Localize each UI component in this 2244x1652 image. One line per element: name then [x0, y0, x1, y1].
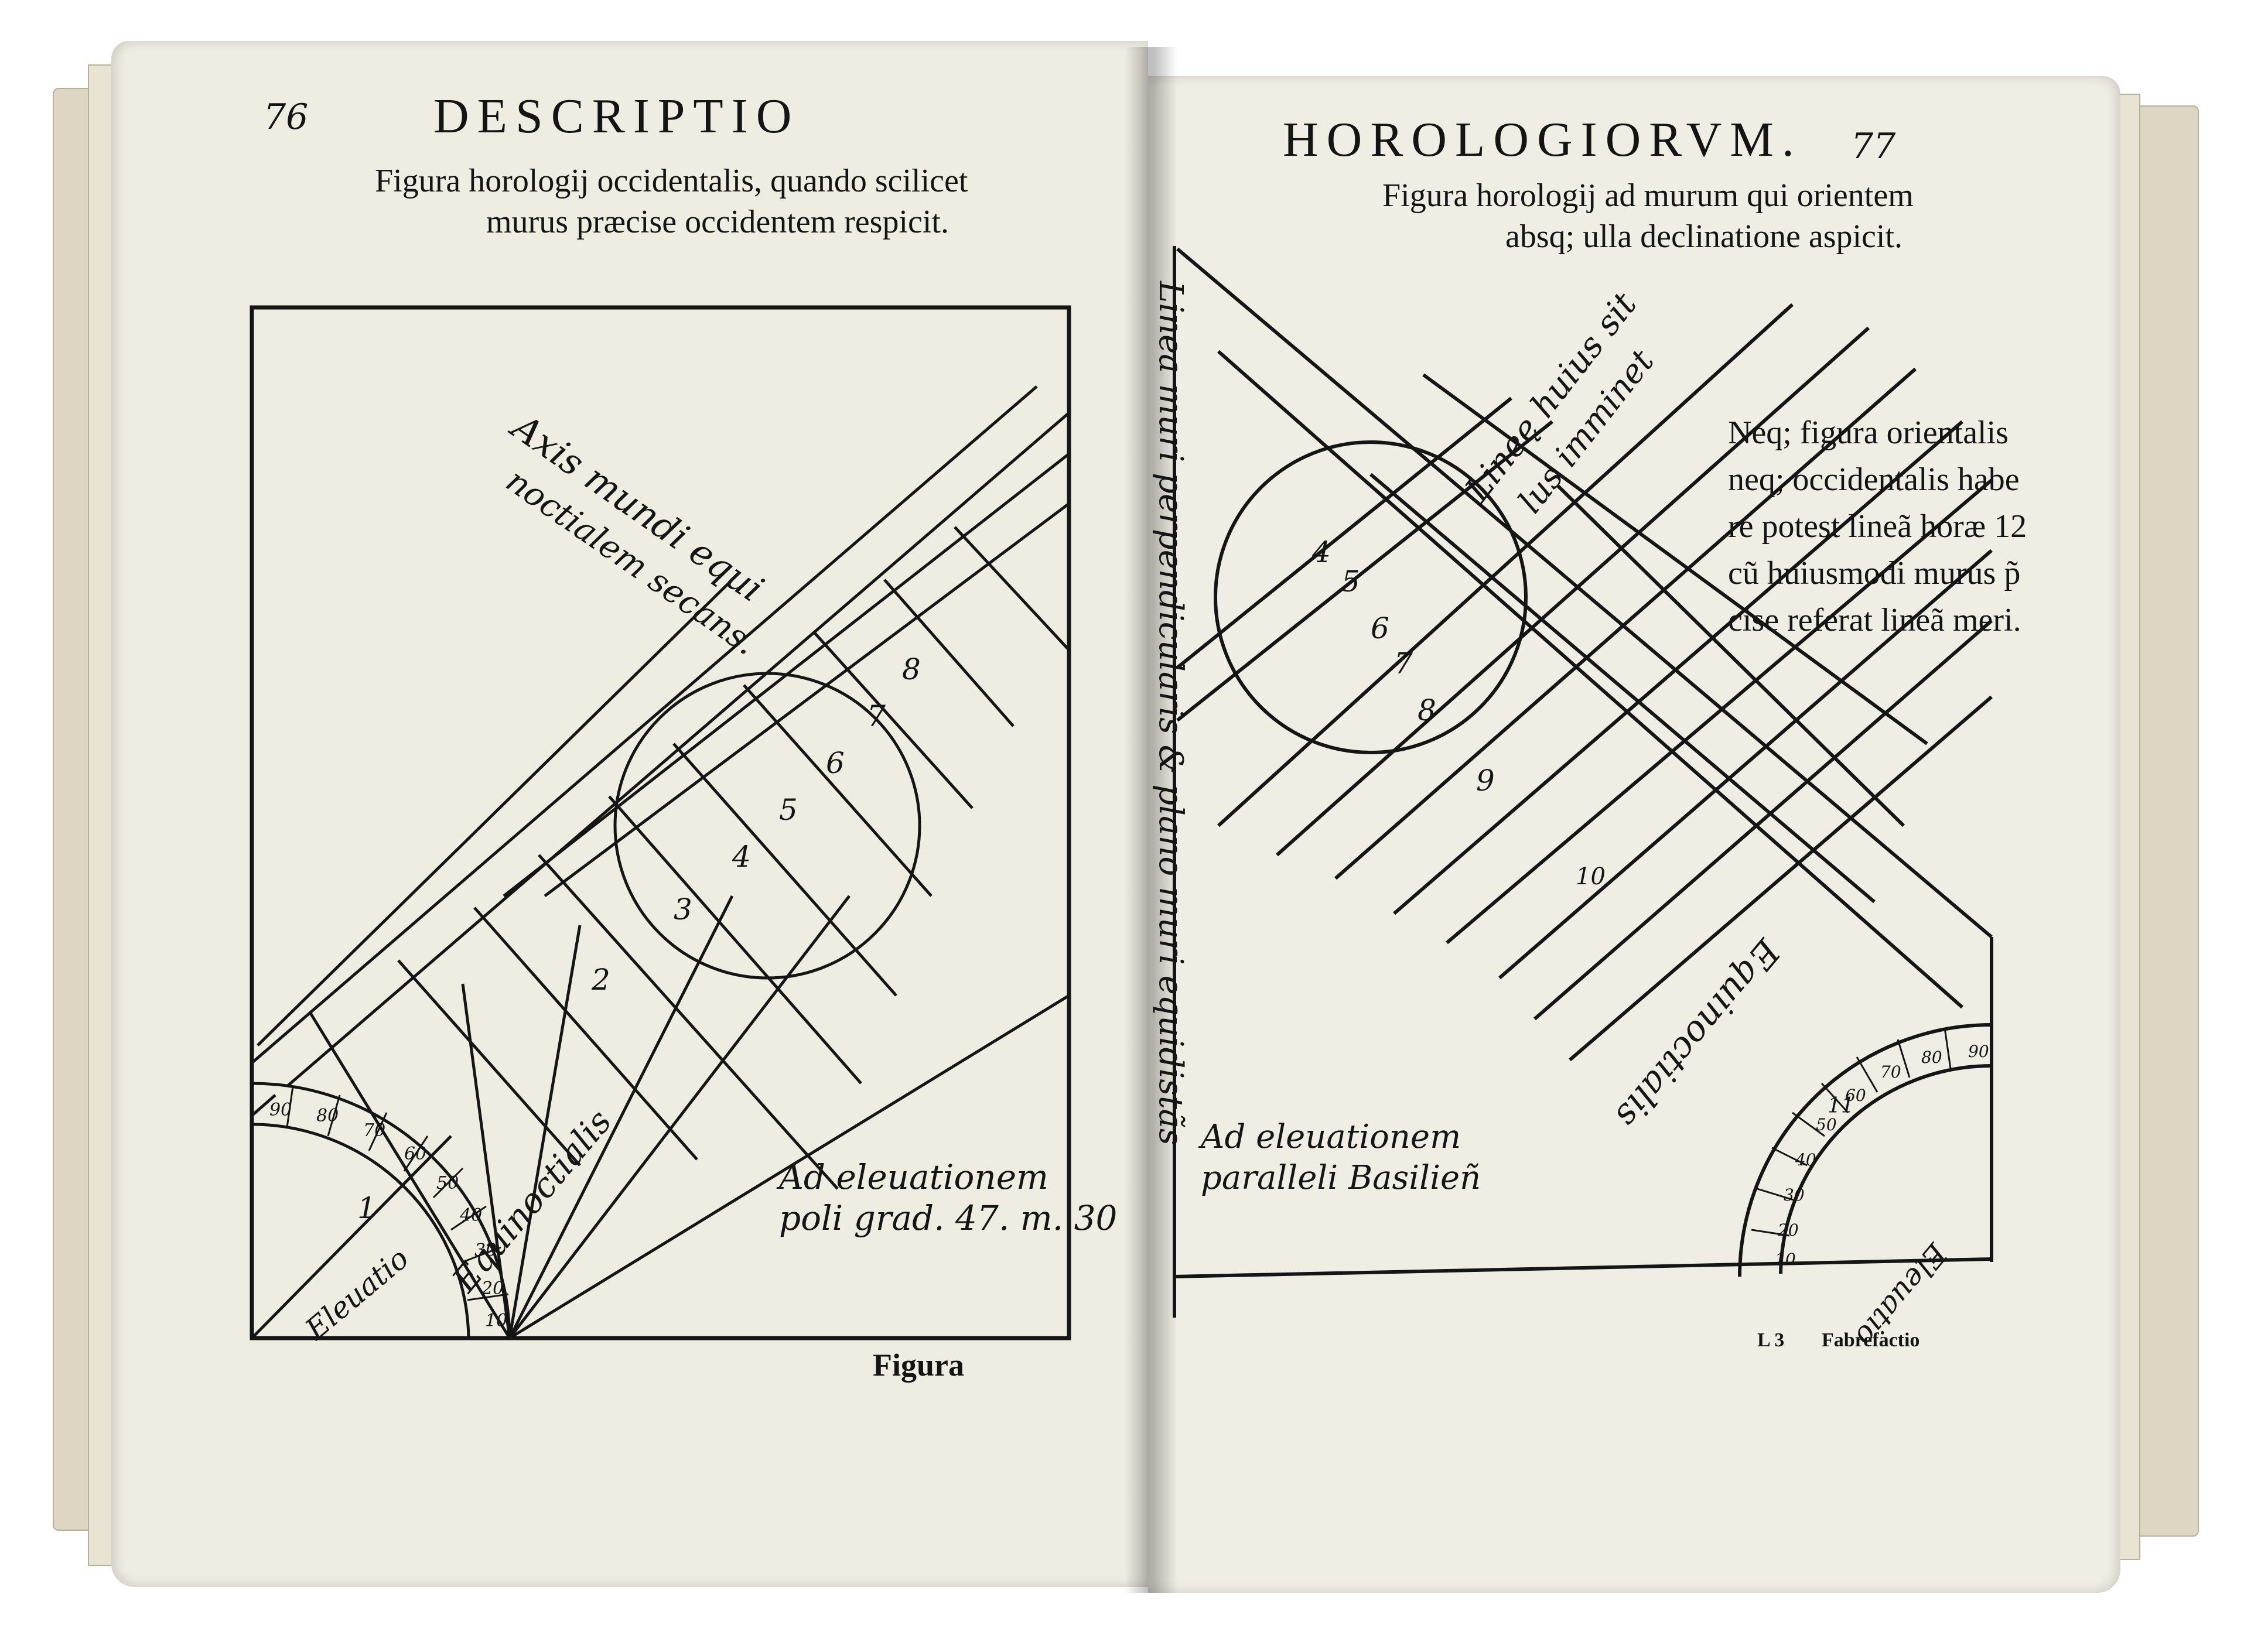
equinoctial-label-left: Equinoctialis: [444, 1102, 619, 1300]
right-page: [1148, 76, 2120, 1593]
side-note-line3: re potest lineã horæ 12: [1728, 508, 2027, 545]
figure-frame: [250, 305, 1071, 1340]
arc-ticks: [286, 1086, 509, 1301]
arc-mark-20-right: 20: [1777, 1220, 1799, 1240]
sundial-figure-west: 90 80 70 60 50 40 30 20 10 1 2 3 4 5 6 7…: [250, 305, 1117, 1347]
hour-number-6: 6: [826, 746, 845, 780]
arc-mark-80: 80: [316, 1106, 339, 1126]
hour-number-8: 8: [902, 652, 921, 686]
book-gutter: [1125, 47, 1177, 1593]
arc-mark-40: 40: [459, 1205, 482, 1226]
side-note-line1: Neq; figura orientalis: [1728, 415, 2009, 451]
elevation-note-left-line2: poli grad. 47. m. 30: [779, 1198, 1117, 1238]
figure-caption-right-line1: Figura horologij ad murum qui orientem: [1382, 177, 1914, 214]
arc-mark-10: 10: [485, 1311, 507, 1331]
hour-number-5-right: 5: [1341, 565, 1360, 598]
hour-number-2: 2: [591, 963, 610, 997]
dial-lines-right: [1173, 246, 1993, 1318]
figure-caption-left-line2: murus præcise occidentem respicit.: [486, 204, 949, 240]
hour-number-7: 7: [867, 699, 886, 733]
arc-marks-right: 90 80 70 60 50 40 30 20 10: [1775, 1042, 1989, 1269]
figure-caption-right-line2: absq; ulla declinatione aspicit.: [1505, 218, 1903, 255]
figure-caption-left-line1: Figura horologij occidentalis, quando sc…: [375, 163, 968, 199]
arc-mark-40-right: 40: [1795, 1150, 1816, 1169]
arc-mark-80-right: 80: [1921, 1048, 1942, 1067]
hour-number-11-right: 11: [1828, 1094, 1854, 1118]
sundial-figure-east: 90 80 70 60 50 40 30 20 10 4 5 6 7 8 9 1…: [1152, 246, 1993, 1353]
hour-number-10-right: 10: [1576, 863, 1606, 890]
equinoctial-label-right: Equinoctialis: [1607, 931, 1788, 1136]
arc-mark-20: 20: [481, 1278, 504, 1299]
page-number-left: 76: [264, 97, 309, 138]
dial-lines: [251, 385, 1070, 1340]
hour-number-6-right: 6: [1371, 611, 1389, 645]
catchword-left: Figura: [873, 1347, 964, 1383]
arc-mark-90: 90: [269, 1100, 292, 1120]
arc-marks-left: 90 80 70 60 50 40 30 20 10: [269, 1100, 507, 1331]
side-note-line4: cũ huiusmodi murus p̃: [1728, 555, 2021, 591]
arc-mark-60-right: 60: [1845, 1086, 1866, 1105]
elevation-note-left-line1: Ad eleuationem: [776, 1157, 1048, 1197]
arc-mark-70: 70: [363, 1120, 385, 1141]
vertical-line-label: Linea muri perpendicularis & plano muri …: [1152, 281, 1190, 1145]
hour-numbers-left: 1 2 3 4 5 6 7 8: [357, 652, 921, 1225]
hour-number-4: 4: [732, 840, 751, 874]
hour-number-8-right: 8: [1418, 693, 1436, 727]
hour-numbers-right: 4 5 6 7 8 9 10 11: [1311, 535, 1854, 1118]
elevation-note-right-line2: paralleli Basilieñ: [1201, 1159, 1481, 1197]
running-head-left: DESCRIPTIO: [433, 89, 800, 143]
hour-number-3: 3: [674, 892, 692, 926]
hour-number-7-right: 7: [1394, 647, 1413, 680]
page-number-right: 77: [1851, 126, 1896, 167]
signature-mark: L 3: [1757, 1329, 1785, 1351]
arc-mark-10-right: 10: [1775, 1250, 1796, 1269]
hour-number-4-right: 4: [1311, 535, 1331, 569]
arc-mark-60: 60: [404, 1144, 426, 1164]
running-head-right: HOROLOGIORVM.: [1283, 112, 1802, 167]
arc-ticks-right: [1751, 1027, 1952, 1237]
arc-mark-90-right: 90: [1968, 1042, 1989, 1061]
hour-number-5: 5: [779, 793, 798, 827]
arc-label-left: Eleuatio: [299, 1241, 415, 1347]
catchword-right: Fabrefactio: [1822, 1329, 1920, 1351]
arc-mark-30: 30: [474, 1240, 497, 1261]
arc-mark-50: 50: [436, 1173, 459, 1193]
hour-number-1: 1: [357, 1191, 376, 1225]
hour-number-9-right: 9: [1476, 764, 1495, 798]
arc-mark-50-right: 50: [1816, 1115, 1837, 1134]
left-page: [111, 41, 1148, 1587]
elevation-note-right-line1: Ad eleuationem: [1198, 1118, 1461, 1156]
arc-mark-30-right: 30: [1784, 1185, 1805, 1205]
arc-mark-70-right: 70: [1880, 1062, 1901, 1082]
